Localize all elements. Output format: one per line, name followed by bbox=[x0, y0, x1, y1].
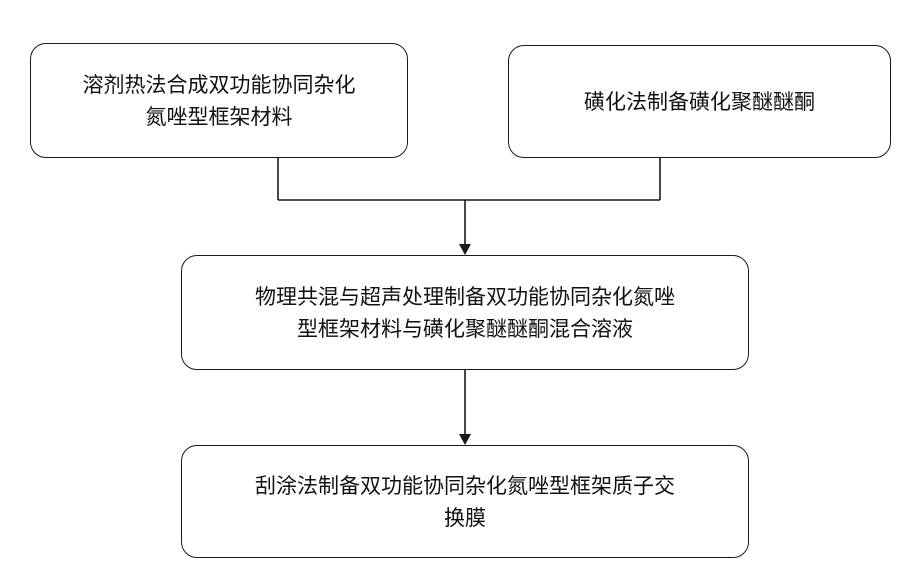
step-box-line: 刮涂法制备双功能协同杂化氮唑型框架质子交 bbox=[255, 470, 675, 502]
step-box-line: 溶剂热法合成双功能协同杂化 bbox=[83, 69, 356, 101]
step-box-solvothermal-synthesis: 溶剂热法合成双功能协同杂化 氮唑型框架材料 bbox=[30, 43, 408, 158]
step-box-blending-ultrasound: 物理共混与超声处理制备双功能协同杂化氮唑 型框架材料与磺化聚醚醚酮混合溶液 bbox=[181, 255, 749, 370]
step-box-line: 换膜 bbox=[255, 502, 675, 534]
step-box-sulfonation: 磺化法制备磺化聚醚醚酮 bbox=[508, 45, 891, 158]
step-box-line: 氮唑型框架材料 bbox=[83, 101, 356, 133]
arrowhead-to-box4 bbox=[459, 434, 471, 445]
step-box-blade-coating: 刮涂法制备双功能协同杂化氮唑型框架质子交 换膜 bbox=[181, 445, 749, 558]
arrowhead-to-box3 bbox=[459, 244, 471, 255]
step-box-line: 物理共混与超声处理制备双功能协同杂化氮唑 bbox=[255, 281, 675, 313]
step-box-line: 磺化法制备磺化聚醚醚酮 bbox=[584, 86, 815, 118]
step-box-line: 型框架材料与磺化聚醚醚酮混合溶液 bbox=[255, 313, 675, 345]
